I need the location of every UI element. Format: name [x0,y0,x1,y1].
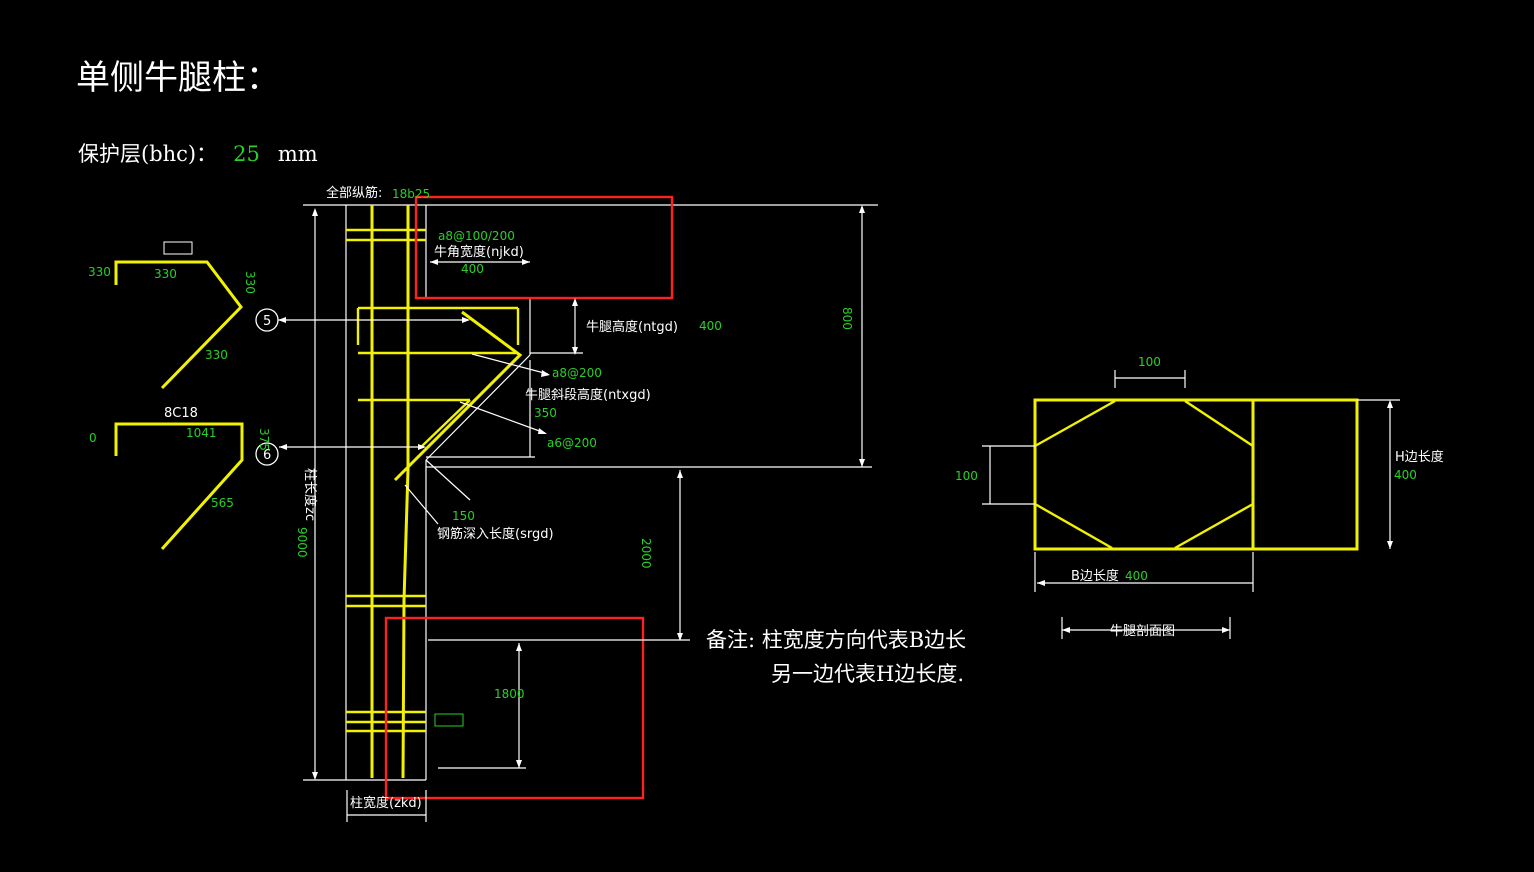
bracket-height-value: 400 [699,319,722,333]
column-width-label: 柱宽度(zkd) [350,795,422,811]
highlight-box-bottom [384,616,645,800]
s5-a: 330 [88,265,111,279]
dim-800: 800 [840,307,854,330]
highlight-box-top [414,195,674,300]
bar-marker-6: 6 [255,442,279,466]
bracket-stirrup-2: a6@200 [547,436,597,450]
s5-d: 330 [205,348,228,362]
bar-shape-5: 330 330 330 330 [88,241,257,390]
section-b-label: B边长度 [1071,568,1119,584]
cover-unit: mm [277,142,318,166]
s6-name: 8C18 [164,406,198,421]
bar-marker-5-label: 5 [263,314,271,329]
bar-shape-6: 8C18 0 1041 375 565 [89,406,271,551]
corner-width-label: 牛角宽度(njkd) [434,244,524,260]
bracket-stirrup-1: a8@200 [552,366,602,380]
cover-value[interactable]: 25 [233,142,260,166]
column-length-label: 柱长度zc [302,468,318,521]
all-rebar-label: 全部纵筋: [326,185,382,201]
column-length-value: 9000 [295,527,309,558]
cover-label: 保护层(bhc)： [78,142,218,166]
cover-field: 保护层(bhc)： 25 mm [78,138,318,168]
bar-marker-6-label: 6 [263,448,271,463]
all-rebar-value: 18b25 [392,187,430,201]
bracket-height-label: 牛腿高度(ntgd) [586,319,678,335]
section-top-dim: 100 [1138,355,1161,369]
bar-marker-5: 5 [255,308,279,332]
depth-value: 150 [452,509,475,523]
section-h-value: 400 [1394,468,1417,482]
depth-label: 钢筋深入长度(srgd) [437,526,554,542]
s6-d: 565 [211,496,234,510]
slope-height-label: 牛腿斜段高度(ntxgd) [525,387,651,403]
note-line-1: 备注: 柱宽度方向代表B边长 [706,628,967,652]
slope-height-value: 350 [534,406,557,420]
dim-1800: 1800 [494,687,525,701]
stirrup-top-label: a8@100/200 [438,229,515,243]
section-b-value: 400 [1125,569,1148,583]
s6-b: 1041 [186,426,217,440]
dim-2000: 2000 [639,538,653,569]
section-left-dim: 100 [955,469,978,483]
page-title: 单侧牛腿柱： [76,58,280,98]
note-line-2: 另一边代表H边长度. [771,662,964,686]
green-marker [434,713,464,727]
section-title: 牛腿剖面图 [1110,624,1175,639]
s6-a: 0 [89,431,97,445]
column-rebar [346,205,523,779]
section-view: 100 100 H边长度 400 B边长度 400 牛腿剖面图 [955,355,1444,639]
s5-b: 330 [154,267,177,281]
s5-c: 330 [243,271,257,294]
dimension-lines [278,205,865,822]
column-outline [303,204,878,781]
s6-c: 375 [257,428,271,451]
corner-width-value: 400 [461,262,484,276]
section-h-label: H边长度 [1395,449,1444,465]
